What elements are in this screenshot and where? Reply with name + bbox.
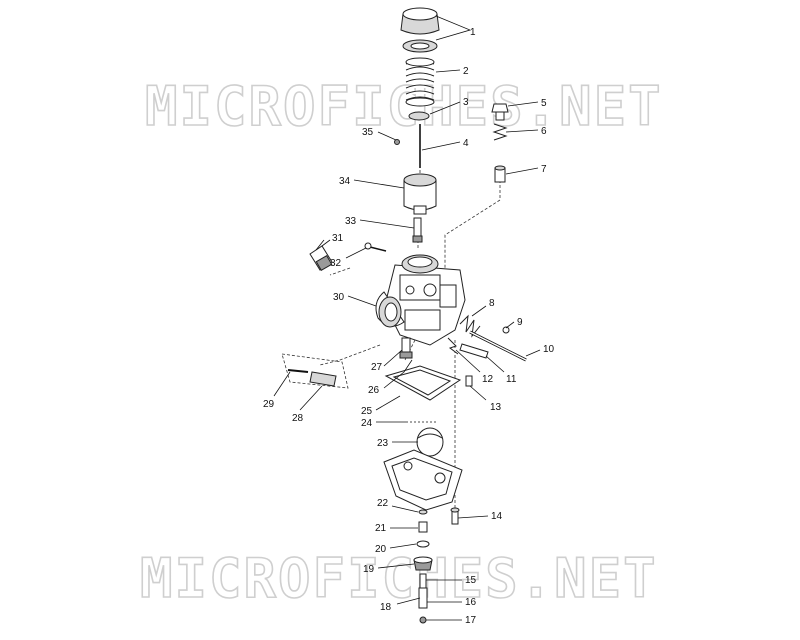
part-34-throttle-slide [403,173,437,215]
part-5-air-screw-cap [491,103,509,121]
leader-lines [273,15,541,621]
part-15-needle-valve [419,573,427,589]
callout-2: 2 [463,66,469,77]
callout-28: 28 [292,413,304,424]
callout-18: 18 [380,602,392,613]
callout-21: 21 [375,523,387,534]
part-3-retainer [408,111,430,121]
callout-16: 16 [465,597,477,608]
callout-6: 6 [541,126,547,137]
callout-7: 7 [541,164,547,175]
callout-23: 23 [377,438,389,449]
part-19-jet-holder [413,556,433,571]
callout-31: 31 [332,233,344,244]
callout-20: 20 [375,544,387,555]
part-9-washer [502,326,510,334]
callout-14: 14 [491,511,503,522]
callout-12: 12 [482,374,494,385]
part-25-float-bowl-gasket [384,365,462,401]
callout-15: 15 [465,575,477,586]
part-10-throttle-shaft [469,330,527,362]
part-13-drain-screw [465,375,473,387]
callout-10: 10 [543,344,555,355]
callout-8: 8 [489,298,495,309]
part-32-screw [364,242,387,252]
callout-30: 30 [333,292,345,303]
part-11-screw [459,343,489,359]
callout-1: 1 [470,27,476,38]
callout-5: 5 [541,98,547,109]
callout-35: 35 [362,127,374,138]
part-7-screw [494,165,506,183]
callout-34: 34 [339,176,351,187]
part-22-o-ring [418,509,428,515]
watermark-top: MICROFICHES.NET [145,75,663,138]
float-bowl [383,449,463,511]
callout-25: 25 [361,406,373,417]
part-31-choke-plunger [309,239,333,272]
callout-labels: 1 2 3 4 5 6 7 8 9 10 11 12 13 14 15 16 1… [263,27,555,626]
callout-3: 3 [463,97,469,108]
part-29-float-pin [281,353,349,389]
callout-4: 4 [463,138,469,149]
callout-26: 26 [368,385,380,396]
part-21-jet [418,521,428,533]
part-6-spring [492,123,508,141]
callout-11: 11 [506,374,517,385]
callout-27: 27 [371,362,383,373]
part-14-screw [450,507,460,525]
callout-19: 19 [363,564,375,575]
part-17-clip [419,616,427,624]
part-1-cap [400,7,440,53]
watermark-bottom: MICROFICHES.NET [140,547,658,610]
callout-24: 24 [361,418,373,429]
callout-32: 32 [330,258,342,269]
callout-9: 9 [517,317,523,328]
callout-13: 13 [490,402,502,413]
part-16-seat [418,587,428,609]
part-28-float-arm [309,371,337,387]
part-27-pilot-jet [399,337,413,359]
part-23-float [416,427,444,457]
carburetor-body [375,254,466,346]
callout-17: 17 [465,615,477,626]
callout-29: 29 [263,399,275,410]
part-35-clip [394,139,400,145]
callout-33: 33 [345,216,357,227]
part-2-spring [405,57,435,107]
part-12-spring [447,337,459,355]
part-20-washer [416,540,430,548]
part-33-needle-jet [412,217,423,243]
callout-22: 22 [377,498,389,509]
